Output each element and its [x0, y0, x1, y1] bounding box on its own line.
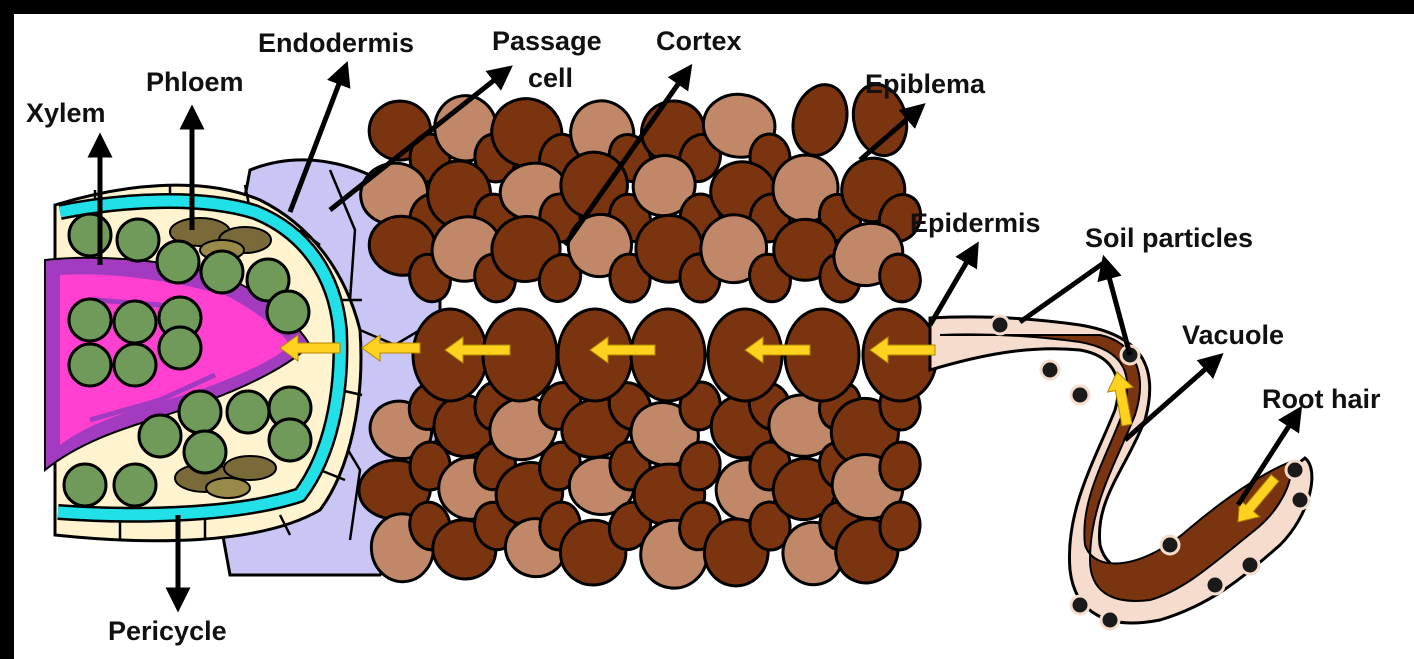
soil-particle — [1241, 556, 1259, 574]
xylem-vessel — [69, 214, 111, 256]
soil-particle — [1071, 596, 1089, 614]
xylem-vessel — [157, 241, 199, 283]
xylem-vessel — [69, 344, 111, 386]
xylem-vessel — [64, 464, 106, 506]
label-epiblema: Epiblema — [865, 69, 986, 99]
xylem-vessel — [159, 327, 201, 369]
xylem-vessel — [269, 419, 311, 461]
xylem-vessel — [69, 299, 111, 341]
xylem-vessel — [114, 301, 156, 343]
label-passage-cell: cell — [528, 63, 573, 93]
xylem-vessel — [117, 219, 159, 261]
cortex-cells — [355, 78, 937, 593]
label-xylem: Xylem — [26, 98, 106, 128]
epidermis-pointer — [930, 248, 975, 325]
label-pericycle: Pericycle — [108, 616, 227, 646]
label-epidermis: Epidermis — [910, 208, 1041, 238]
label-phloem: Phloem — [146, 67, 244, 97]
cortex-cell — [785, 78, 855, 162]
label-cortex: Cortex — [656, 26, 742, 56]
xylem-vessel — [114, 344, 156, 386]
soil-particle — [1041, 361, 1059, 379]
soil-pointer-a — [1020, 262, 1105, 322]
soil-particle — [1161, 536, 1179, 554]
xylem-vessel — [114, 464, 156, 506]
label-vacuole: Vacuole — [1182, 320, 1284, 350]
label-soil-particles: Soil particles — [1085, 223, 1253, 253]
label-root-hair: Root hair — [1262, 384, 1381, 414]
soil-particle — [1071, 386, 1089, 404]
label-passage: Passage — [492, 26, 602, 56]
xylem-vessel — [267, 291, 309, 333]
soil-particle — [1286, 461, 1304, 479]
label-endodermis: Endodermis — [258, 28, 414, 58]
soil-particle — [1206, 576, 1224, 594]
xylem-vessel — [184, 431, 226, 473]
xylem-vessel — [139, 415, 181, 457]
xylem-vessel — [227, 391, 269, 433]
soil-particle — [1291, 491, 1309, 509]
root-hair — [930, 316, 1312, 629]
xylem-vessel — [179, 391, 221, 433]
soil-particle — [1101, 611, 1119, 629]
soil-particle — [991, 316, 1009, 334]
xylem-vessel — [201, 251, 243, 293]
